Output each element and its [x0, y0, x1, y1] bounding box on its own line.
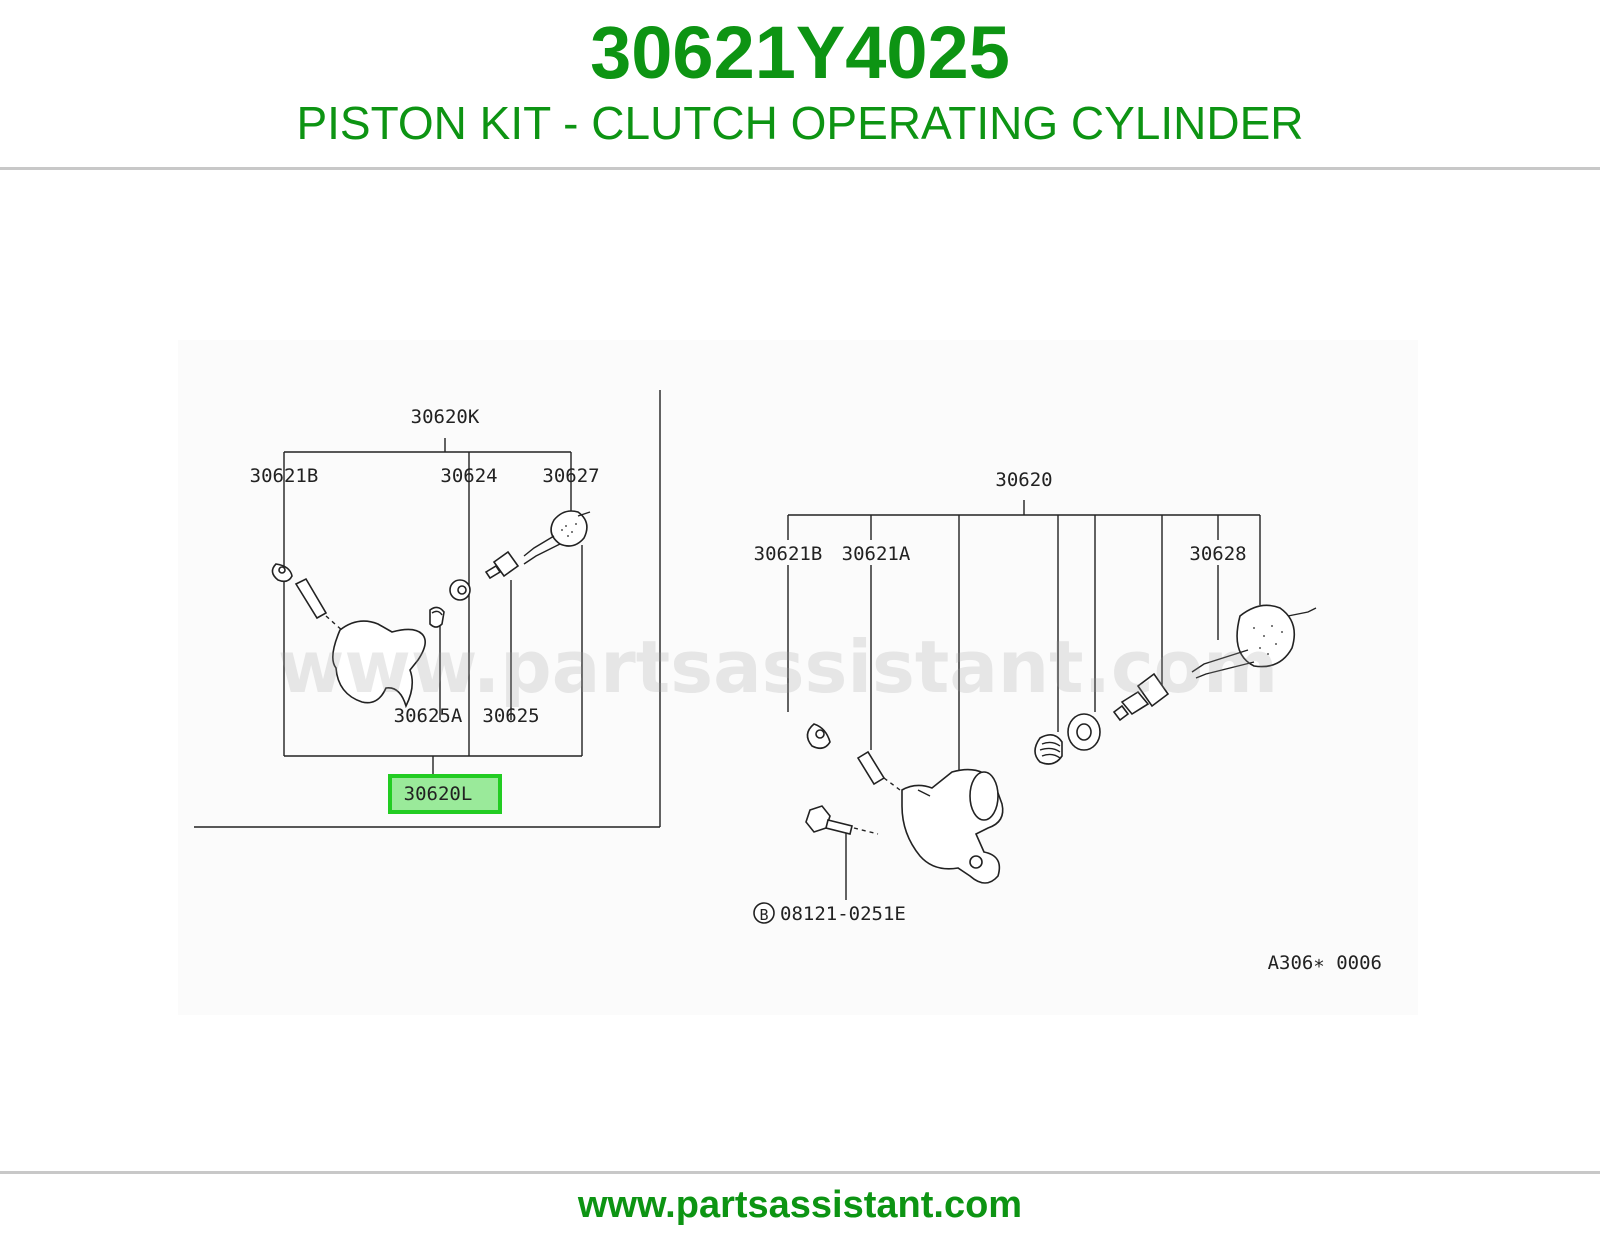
- kit-cylinder-body: [332, 620, 426, 709]
- label-assembly-part-0: 30621B: [754, 543, 823, 565]
- assembly-leader-lines: [787, 500, 1261, 900]
- kit-piston-cup: [429, 606, 445, 628]
- assembly-piston: [1067, 713, 1101, 751]
- assembly-push-rod-end: [1112, 672, 1170, 722]
- assembly-spring: [1034, 734, 1063, 765]
- kit-snap-ring: [271, 563, 293, 583]
- label-kit-part-2: 30627: [542, 465, 599, 487]
- label-assembly-part-1: 30621A: [842, 543, 911, 565]
- label-assembly-part-2: 30628: [1189, 543, 1246, 565]
- header-divider: [0, 167, 1600, 170]
- label-bolt: 08121-0251E: [780, 903, 906, 925]
- label-kit: 30620K: [411, 406, 480, 428]
- assembly-bleeder-screw: [856, 750, 901, 791]
- page-header: 30621Y4025 PISTON KIT - CLUTCH OPERATING…: [0, 0, 1600, 168]
- footer-url[interactable]: www.partsassistant.com: [577, 1184, 1023, 1226]
- bolt-symbol-letter: B: [759, 906, 768, 924]
- part-number: 30621Y4025: [590, 11, 1010, 94]
- kit-piston: [449, 579, 471, 601]
- footer-divider: [0, 1171, 1600, 1174]
- bolt-symbol: B: [753, 902, 775, 924]
- assembly-cylinder-body: [901, 768, 1004, 884]
- kit-inset-frame: [194, 390, 661, 828]
- kit-push-rod-end: [484, 550, 520, 580]
- assembly-snap-ring: [806, 723, 831, 750]
- parts-diagram-svg: 30620K 30621B 30624 30627 30625A 30625 3…: [178, 340, 1418, 1015]
- kit-dust-boot: [523, 510, 591, 565]
- label-kit-part-3: 30625A: [394, 705, 463, 727]
- part-title: PISTON KIT - CLUTCH OPERATING CYLINDER: [296, 97, 1304, 149]
- kit-bleeder-screw: [294, 577, 345, 633]
- diagram-reference: A306∗ 0006: [1268, 952, 1382, 974]
- assembly-bolt: [805, 805, 879, 835]
- highlighted-part[interactable]: 30620L: [388, 774, 502, 814]
- label-highlighted-part: 30620L: [404, 783, 473, 805]
- watermark: www.partsassistant.com: [278, 625, 1278, 709]
- parts-diagram: 30620K 30621B 30624 30627 30625A 30625 3…: [178, 340, 1418, 1015]
- label-kit-part-0: 30621B: [250, 465, 319, 487]
- label-kit-part-1: 30624: [440, 465, 497, 487]
- label-kit-part-4: 30625: [482, 705, 539, 727]
- kit-leader-lines: [283, 438, 583, 776]
- label-assembly: 30620: [995, 469, 1052, 491]
- assembly-dust-boot: [1191, 604, 1317, 679]
